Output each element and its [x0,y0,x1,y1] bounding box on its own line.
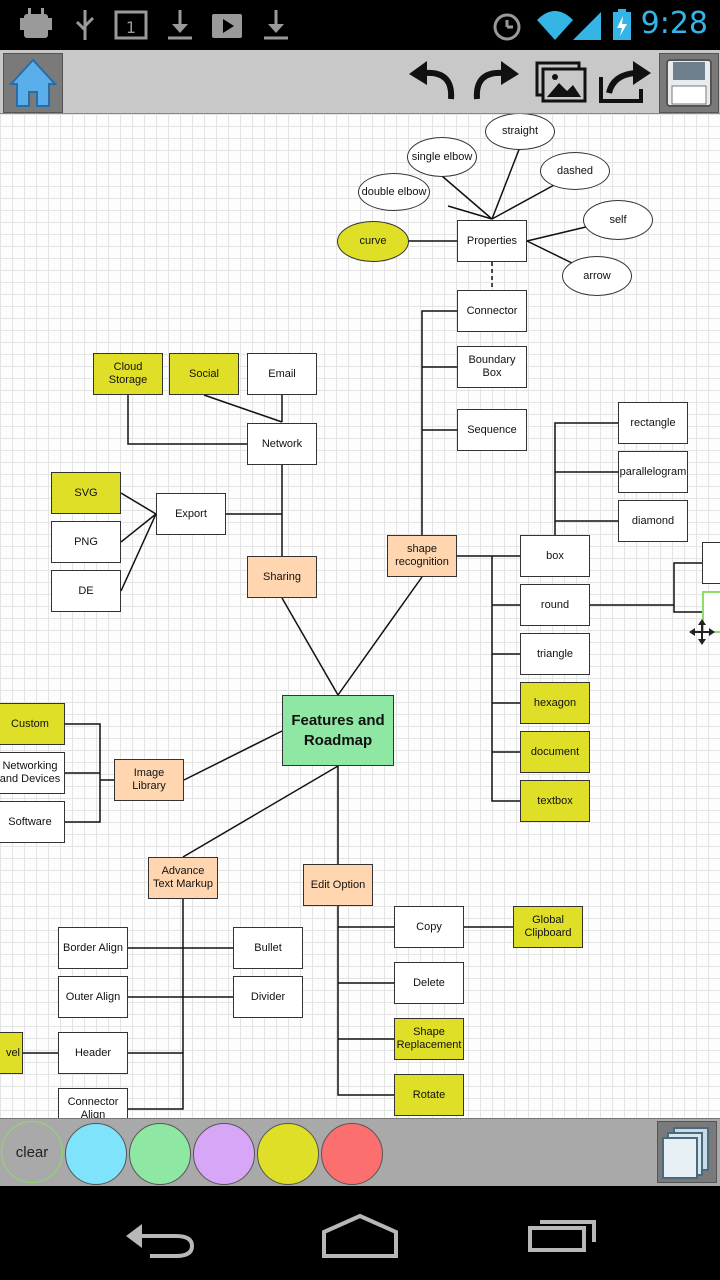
diagram-node[interactable]: diamond [618,500,688,542]
diagram-node[interactable]: Connector [457,290,527,332]
home-icon [8,58,58,107]
diagram-node[interactable]: Sharing [247,556,317,598]
home-button[interactable] [3,53,63,113]
diagram-node[interactable]: dashed [540,152,610,190]
diagram-node[interactable]: round [520,584,590,626]
home-outline-icon [322,1213,398,1258]
diagram-node[interactable]: DE [51,570,121,612]
diagram-node[interactable]: Rotate [394,1074,464,1116]
diagram-node[interactable]: Edit Option [303,864,373,906]
diagram-node[interactable]: box [520,535,590,577]
share-icon [599,60,651,103]
diagram-node[interactable]: textbox [520,780,590,822]
system-icons [493,9,631,41]
diagram-node[interactable]: hexagon [520,682,590,724]
diagram-node[interactable]: PNG [51,521,121,563]
diagram-node[interactable]: self [583,200,653,240]
android-debug-icon [20,8,52,38]
diagram-node[interactable]: Social [169,353,239,395]
undo-icon [409,60,455,99]
usb-icon [75,10,95,40]
diagram-node[interactable]: Cloud Storage [93,353,163,395]
save-icon [666,59,712,107]
color-swatch-purple[interactable] [193,1123,255,1185]
wifi-icon [537,11,573,40]
color-palette: clear [0,1118,720,1187]
root-node[interactable]: Features and Roadmap [282,695,394,766]
signal-icon [573,12,601,40]
share-button[interactable] [594,50,656,113]
redo-button[interactable] [466,50,528,113]
play-store-icon [212,14,242,38]
clear-button[interactable]: clear [1,1121,63,1183]
diagram-node[interactable]: Advance Text Markup [148,857,218,899]
image-library-button[interactable] [530,50,592,113]
diagram-node[interactable]: Delete [394,962,464,1004]
diagram-node[interactable]: arrow [562,256,632,296]
undo-button[interactable] [400,50,462,113]
diagram-node[interactable]: Software [0,801,65,843]
diagram-node[interactable]: Networking and Devices [0,752,65,794]
diagram-node[interactable]: Outer Align [58,976,128,1018]
diagram-node[interactable]: Header [58,1032,128,1074]
diagram-node[interactable]: Shape Replacement [394,1018,464,1060]
mindmap-canvas[interactable]: straight single elbow dashed double elbo… [0,114,720,1118]
color-swatch-red[interactable] [321,1123,383,1185]
home-nav-button[interactable] [310,1206,410,1266]
back-icon [126,1224,195,1258]
move-handle-icon[interactable] [689,619,715,645]
diagram-node[interactable]: Sequence [457,409,527,451]
diagram-node[interactable]: vel [0,1032,23,1074]
color-swatch-green[interactable] [129,1123,191,1185]
diagram-node[interactable]: Divider [233,976,303,1018]
image-library-icon [535,61,587,102]
diagram-node[interactable]: curve [337,221,409,262]
recents-icon [528,1220,596,1252]
connector-lines [23,146,702,1110]
diagram-node[interactable]: Properties [457,220,527,262]
diagram-node[interactable]: Border Align [58,927,128,969]
diagram-node[interactable]: Copy [394,906,464,948]
diagram-node-partial[interactable] [702,542,720,584]
toolbar [0,50,720,114]
layers-icon [662,1127,709,1179]
recents-button[interactable] [510,1206,610,1266]
diagram-node[interactable]: rectangle [618,402,688,444]
navigation-bar [0,1186,720,1280]
diagram-node[interactable]: Boundary Box [457,346,527,388]
svg-text:1: 1 [126,18,136,37]
diagram-node[interactable]: Connector Align [58,1088,128,1118]
status-bar: 1 9:28 [0,0,720,50]
diagram-node[interactable]: Global Clipboard [513,906,583,948]
diagram-node[interactable]: straight [485,114,555,150]
back-button[interactable] [110,1206,210,1266]
diagram-node[interactable]: Export [156,493,226,535]
battery-icon [613,9,631,40]
diagram-node[interactable]: shape recognition [387,535,457,577]
diagram-node[interactable]: single elbow [407,137,477,177]
notification-icons: 1 [20,8,288,40]
diagram-node[interactable]: Custom [0,703,65,745]
alarm-icon [493,13,521,41]
diagram-node[interactable]: SVG [51,472,121,514]
layers-button[interactable] [657,1121,717,1183]
redo-icon [473,60,519,99]
calendar-icon: 1 [114,10,148,40]
diagram-node[interactable]: Email [247,353,317,395]
diagram-node[interactable]: Bullet [233,927,303,969]
diagram-node[interactable]: Image Library [114,759,184,801]
color-swatch-yellow[interactable] [257,1123,319,1185]
diagram-node[interactable]: document [520,731,590,773]
diagram-node[interactable]: parallelogram [618,451,688,493]
save-button[interactable] [659,53,719,113]
download-icon [264,10,288,40]
diagram-node[interactable]: double elbow [358,173,430,211]
download-icon [168,10,192,40]
diagram-node[interactable]: triangle [520,633,590,675]
diagram-node[interactable]: Network [247,423,317,465]
clock: 9:28 [640,6,708,41]
color-swatch-cyan[interactable] [65,1123,127,1185]
